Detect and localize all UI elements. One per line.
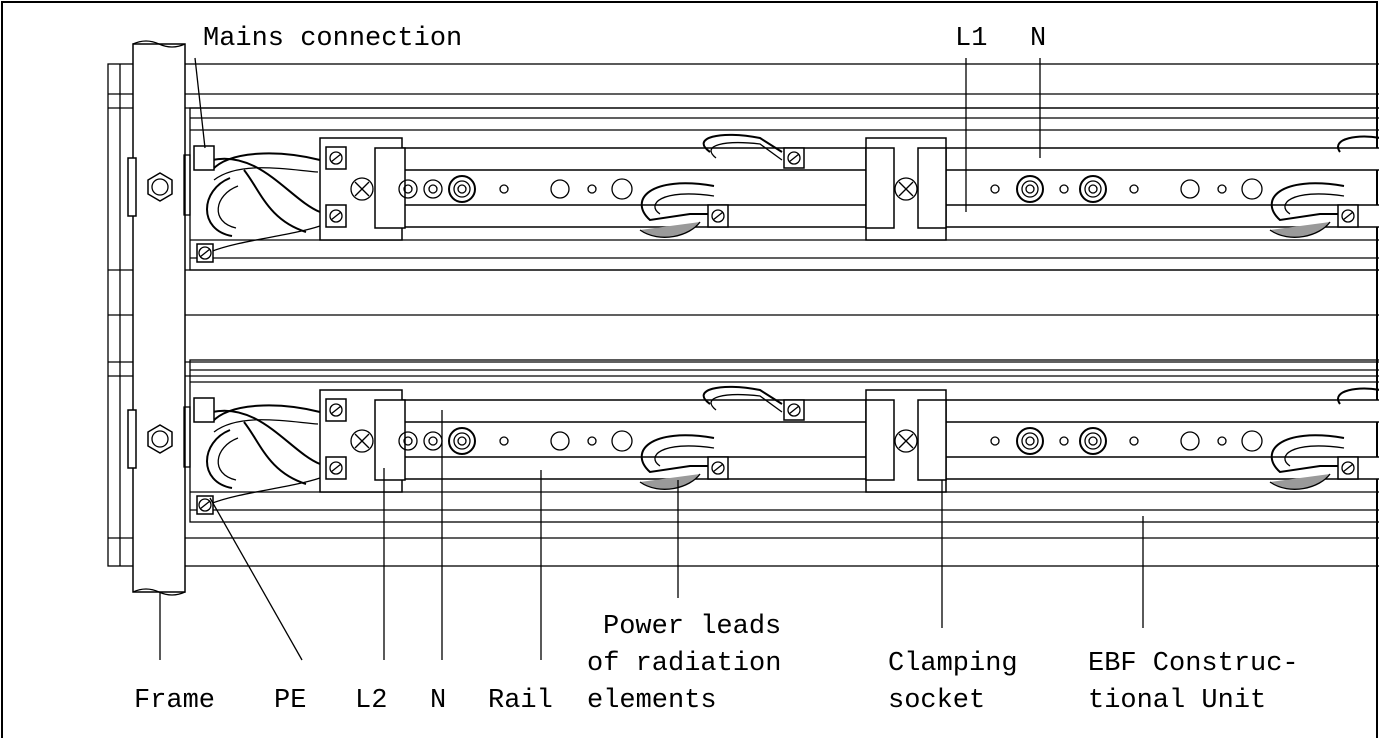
- label-power-leads-line3: elements: [587, 686, 717, 716]
- frame-post: [127, 40, 191, 596]
- label-n-top: N: [1030, 24, 1046, 54]
- label-power-leads-line1: Power leads: [603, 612, 781, 642]
- label-clamping-line1: Clamping: [888, 649, 1018, 679]
- label-power-leads-line2: of radiation: [587, 649, 781, 679]
- label-frame: Frame: [134, 686, 215, 716]
- label-ebf-line1: EBF Construc-: [1088, 649, 1299, 679]
- label-pe: PE: [274, 686, 306, 716]
- label-n-bottom: N: [430, 686, 446, 716]
- base-rails: [107, 63, 1379, 567]
- heating-bay-lower: [189, 359, 1379, 523]
- heating-bay-upper: [189, 107, 1379, 271]
- leader-lines: [159, 57, 1144, 661]
- label-mains-connection: Mains connection: [203, 24, 462, 54]
- label-rail: Rail: [488, 686, 553, 716]
- label-clamping-line2: socket: [888, 686, 985, 716]
- label-l1: L1: [955, 24, 987, 54]
- label-ebf-line2: tional Unit: [1088, 686, 1266, 716]
- label-l2: L2: [355, 686, 387, 716]
